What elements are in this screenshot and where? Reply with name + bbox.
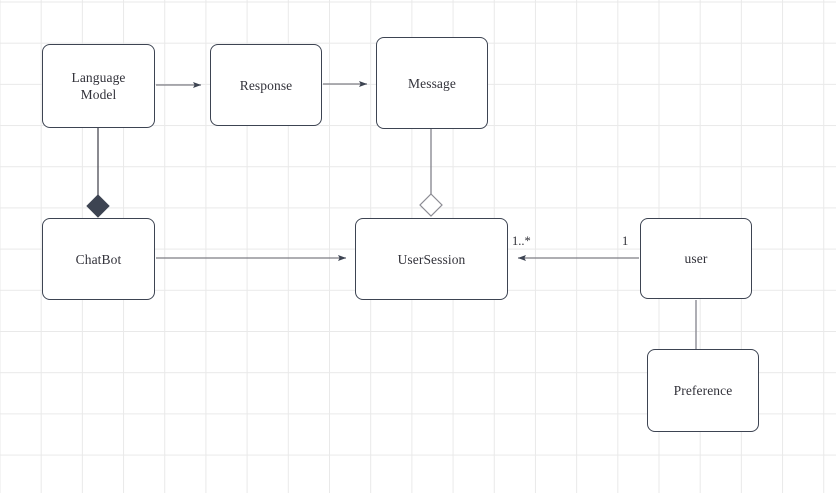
node-label-response: Response: [239, 77, 293, 93]
edge-message-to-usersession-aggregation: [419, 129, 443, 217]
node-response[interactable]: Response: [210, 44, 322, 126]
multiplicity-label-user-side: 1: [622, 234, 629, 248]
node-label-language-model: Language Model: [71, 70, 126, 102]
node-usersession[interactable]: UserSession: [355, 218, 508, 300]
edge-language-model-to-chatbot-composition: [86, 128, 110, 218]
node-label-usersession: UserSession: [397, 251, 466, 267]
multiplicity-label-usersession-side: 1..*: [512, 234, 531, 248]
node-user[interactable]: user: [640, 218, 752, 299]
node-language-model[interactable]: Language Model: [42, 44, 155, 128]
node-label-user: user: [684, 251, 708, 266]
node-message[interactable]: Message: [376, 37, 488, 129]
node-preference[interactable]: Preference: [647, 349, 759, 432]
node-label-preference: Preference: [673, 383, 733, 398]
node-label-chatbot: ChatBot: [75, 251, 122, 267]
filled-diamond-icon: [86, 194, 110, 218]
hollow-diamond-icon: [419, 193, 443, 217]
node-chatbot[interactable]: ChatBot: [42, 218, 155, 300]
node-label-message: Message: [408, 75, 456, 91]
